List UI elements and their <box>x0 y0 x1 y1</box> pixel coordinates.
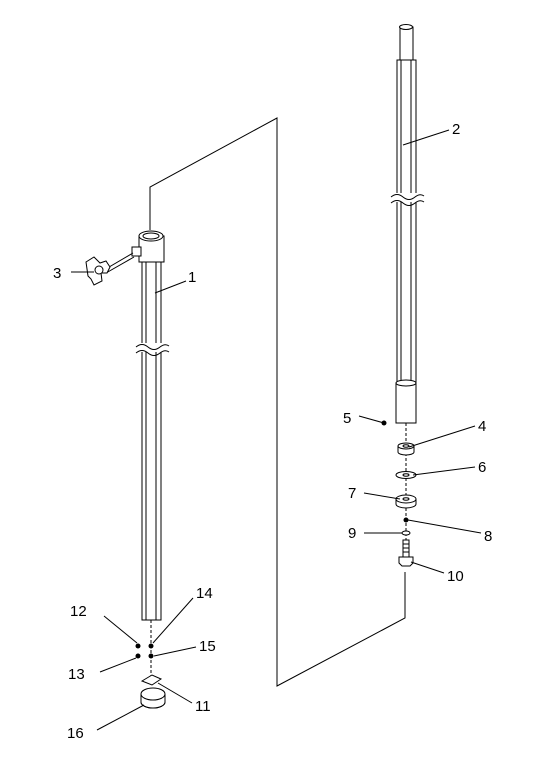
small-washer-part-8 <box>403 517 409 523</box>
pin-part-13 <box>135 653 141 659</box>
thumb-screw-part-3 <box>85 252 135 286</box>
callout-15: 15 <box>199 638 216 655</box>
assembly-guide-line <box>149 117 406 687</box>
callout-12: 12 <box>70 603 87 620</box>
upper-pole-part-2 <box>390 24 425 548</box>
callout-7: 7 <box>348 485 356 502</box>
callout-2: 2 <box>452 121 460 138</box>
callout-5: 5 <box>343 410 351 427</box>
callout-9: 9 <box>348 525 356 542</box>
callout-1: 1 <box>188 269 196 286</box>
pin-part-12 <box>135 643 141 649</box>
leader-lines <box>71 129 482 731</box>
pin-part-15 <box>148 653 154 659</box>
callout-11: 11 <box>195 698 211 715</box>
bolt-part-10 <box>398 539 414 567</box>
pin-part-14 <box>148 643 154 649</box>
spacer-part-7 <box>395 494 417 509</box>
callout-4: 4 <box>478 418 486 435</box>
lock-washer-part-9 <box>401 530 411 536</box>
bottom-hardware-left <box>135 620 166 709</box>
callout-8: 8 <box>484 528 492 545</box>
callout-13: 13 <box>68 666 85 683</box>
bracket-part-11 <box>140 674 163 686</box>
callout-14: 14 <box>196 585 213 602</box>
callout-3: 3 <box>53 265 61 282</box>
callout-6: 6 <box>478 459 486 476</box>
collar-part-4 <box>397 442 415 456</box>
lower-pole-part-1 <box>131 230 170 621</box>
callout-labels: 1 2 3 4 5 6 7 8 9 10 11 12 13 14 15 16 <box>53 121 492 742</box>
callout-16: 16 <box>67 725 84 742</box>
callout-10: 10 <box>447 568 464 585</box>
